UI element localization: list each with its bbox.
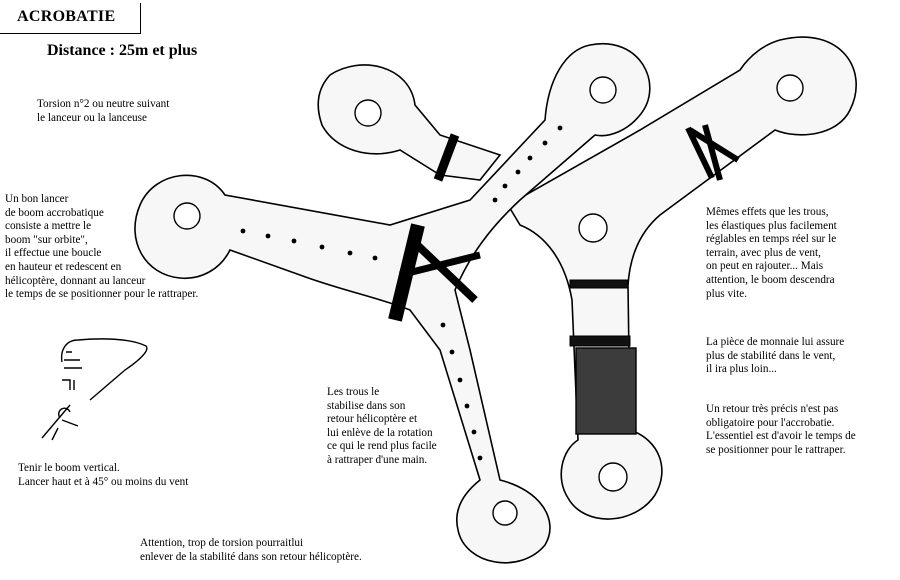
note-return: Un retour très précis n'est pas obligato… [706,403,856,456]
hole-icon [578,213,608,243]
hole-icon [173,202,201,230]
note-holes: Les trous le stabilise dans son retour h… [327,386,437,466]
note-torsion: Torsion n°2 ou neutre suivant le lanceur… [37,98,170,124]
boomerang-center-holes [173,76,617,526]
throw-sketch-icon [41,338,148,441]
title-box [0,3,141,34]
stability-holes-row [240,125,563,461]
hole-icon [589,76,617,104]
note-orbit: Un bon lancer de boom accrobatique consi… [5,193,199,301]
hole-icon [598,462,628,492]
note-elastics: Mêmes effets que les trous, les élastiqu… [706,206,837,300]
hole-icon [776,74,804,102]
page-subtitle: Distance : 25m et plus [47,42,198,59]
page-title: ACROBATIE [17,8,116,25]
note-vertical: Tenir le boom vertical. Lancer haut et à… [18,462,189,488]
boomerang-right-holes [578,74,804,492]
center-binding [388,133,481,322]
coin-icon [575,347,637,435]
hole-icon [354,99,382,127]
elastic-bands [569,124,740,347]
note-warning: Attention, trop de torsion pourraitlui e… [140,537,362,563]
note-coin: La pièce de monnaie lui assure plus de s… [706,336,845,376]
hole-icon [492,500,518,526]
boomerang-top [317,64,502,181]
